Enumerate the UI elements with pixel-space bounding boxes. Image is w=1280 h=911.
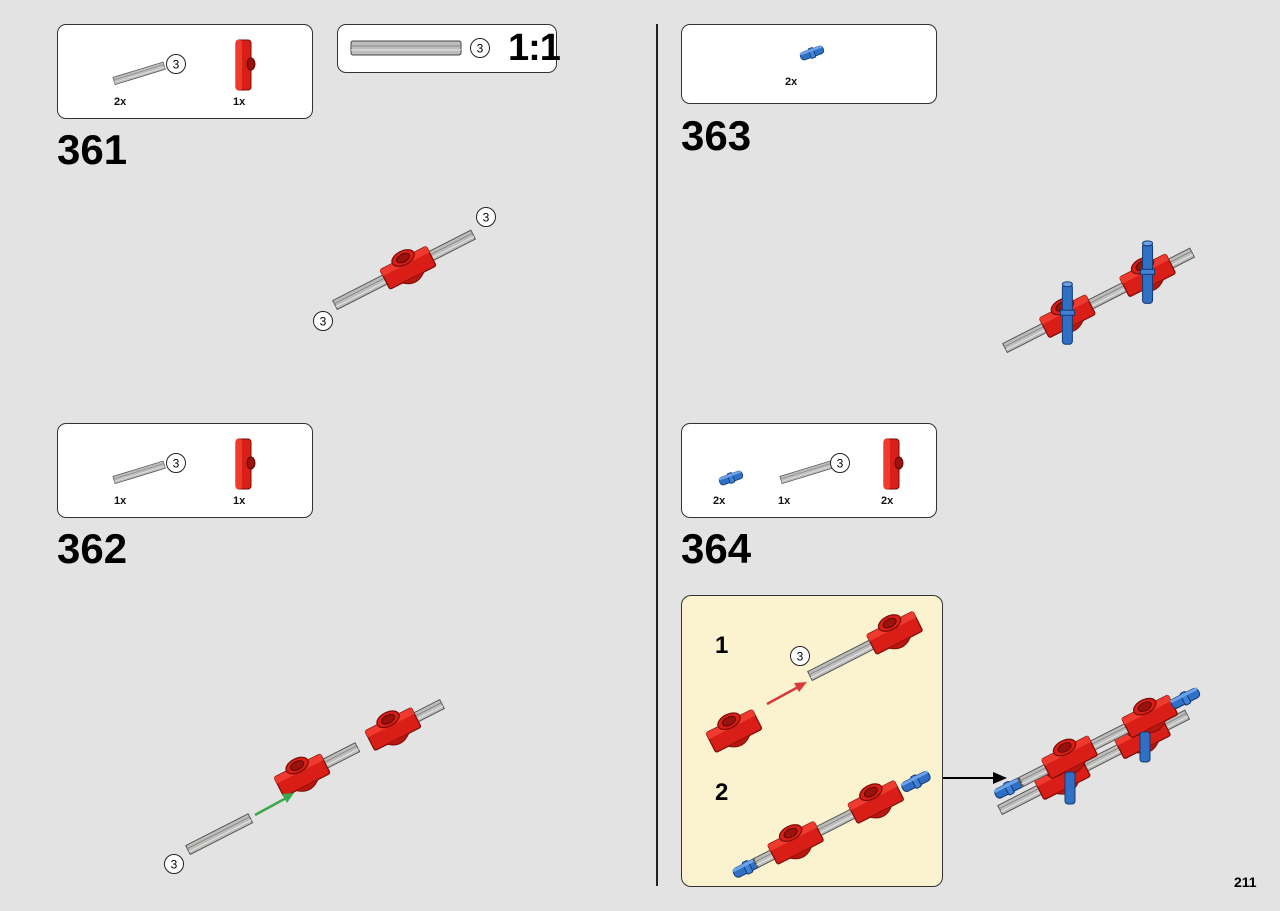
result-arrow: [943, 772, 1007, 784]
assembly-step-363: [1002, 240, 1195, 353]
substep-1-assembly: 3: [702, 604, 926, 758]
svg-text:3: 3: [477, 42, 484, 56]
part-length-callout: 3: [166, 54, 186, 74]
svg-text:3: 3: [483, 211, 490, 225]
assembly-step-364: [992, 685, 1203, 815]
red-connector-icon: [883, 438, 904, 490]
step-number-362: 362: [57, 525, 128, 572]
svg-text:3: 3: [171, 858, 178, 872]
svg-text:3: 3: [837, 457, 844, 471]
assembly-step-362: 3: [164, 699, 445, 874]
scale-reference-box: 3 1:1: [337, 24, 561, 73]
svg-text:3: 3: [320, 315, 327, 329]
parts-list-step-364: 2x 3 1x 2x: [681, 423, 937, 518]
axle-icon: [112, 460, 166, 484]
parts-list-step-361: 3 2x 1x: [57, 24, 313, 119]
substep-2-assembly: [730, 768, 933, 881]
sub-assembly-callout: 1 2 3: [681, 595, 943, 887]
svg-text:3: 3: [173, 457, 180, 471]
substep-number: 2: [715, 779, 729, 806]
part-quantity: 2x: [114, 96, 127, 108]
step-number-363: 363: [681, 112, 752, 159]
blue-pin-icon: [717, 468, 745, 488]
axle-scale-icon: [350, 40, 462, 56]
page-number: 211: [1234, 874, 1257, 890]
axle-icon: [112, 61, 166, 85]
parts-list-step-362: 3 1x 1x: [57, 423, 313, 518]
step-number-361: 361: [57, 126, 128, 173]
svg-text:3: 3: [797, 650, 804, 664]
axle-length-callout: 3: [470, 38, 490, 58]
page-divider: [656, 24, 658, 886]
substep-number: 1: [715, 632, 729, 659]
svg-text:3: 3: [173, 58, 180, 72]
part-length-callout: 3: [166, 453, 186, 473]
blue-pin-icon: [798, 43, 826, 63]
red-connector-icon: [235, 39, 256, 91]
red-connector-icon: [235, 438, 256, 490]
part-quantity: 1x: [233, 495, 246, 507]
assembly-step-361: 3 3: [313, 207, 496, 331]
part-quantity: 1x: [233, 96, 246, 108]
part-length-callout: 3: [830, 453, 850, 473]
part-quantity: 2x: [881, 495, 894, 507]
axle-icon: [779, 460, 833, 484]
parts-list-step-363: 2x: [681, 24, 937, 104]
scale-ratio: 1:1: [508, 27, 561, 69]
step-number-364: 364: [681, 525, 752, 572]
part-quantity: 2x: [713, 495, 726, 507]
part-quantity: 2x: [785, 76, 798, 88]
part-quantity: 1x: [114, 495, 127, 507]
part-quantity: 1x: [778, 495, 791, 507]
